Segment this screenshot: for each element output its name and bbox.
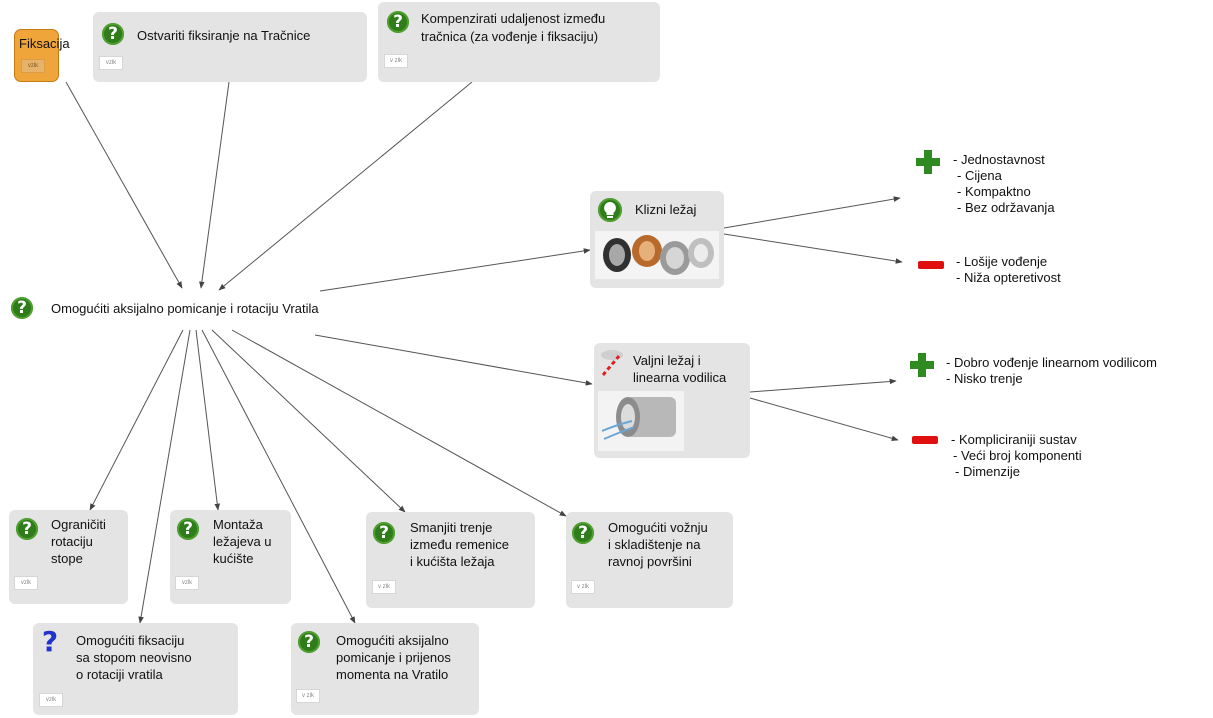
con-item: - Kompliciraniji sustav	[951, 432, 1077, 447]
rolling-bearing-icon	[601, 350, 623, 376]
question-icon: ?	[102, 23, 124, 45]
node-smanjiti-label-3: i kućišta ležaja	[410, 554, 495, 569]
node-aksijalno-badge: v zlk	[296, 689, 320, 703]
node-smanjiti-label-2: između remenice	[410, 537, 509, 552]
plus-icon	[910, 353, 934, 377]
linear-bushing-image	[598, 391, 684, 451]
plus-icon	[916, 150, 940, 174]
klizni-pros-list: - Jednostavnost - Cijena - Kompaktno - B…	[953, 152, 1055, 216]
pro-item: - Bez održavanja	[957, 200, 1055, 215]
minus-icon	[912, 436, 938, 444]
node-fiksacija[interactable]: Fiksacija vzlk	[14, 29, 70, 82]
node-montaza[interactable]: ? Montaža ležajeva u kućište vzlk	[170, 510, 291, 604]
node-fiksacija-label: Fiksacija	[19, 36, 70, 51]
node-aksijalno[interactable]: ? Omogućiti aksijalno pomicanje i prijen…	[291, 623, 479, 715]
node-ograniciti-badge: vzlk	[14, 576, 38, 590]
question-icon: ?	[373, 522, 395, 544]
node-montaza-badge: vzlk	[175, 576, 199, 590]
node-smanjiti-badge: v zlk	[372, 580, 396, 594]
node-voznja-label-3: ravnoj površini	[608, 554, 692, 569]
pro-item: - Dobro vođenje linearnom vodilicom	[946, 355, 1157, 370]
node-valjni-label-1: Valjni ležaj i	[633, 353, 701, 368]
pro-item: - Jednostavnost	[953, 152, 1045, 167]
node-ostvariti[interactable]: ? Ostvariti fiksiranje na Tračnice vzlk	[93, 12, 367, 82]
edge-fiksacija-root	[65, 81, 183, 289]
edge-root-klizni	[319, 248, 591, 292]
edge-root-smanjiti	[211, 329, 406, 513]
node-voznja-badge: v zlk	[571, 580, 595, 594]
lightbulb-icon	[598, 198, 622, 222]
node-aksijalno-label-1: Omogućiti aksijalno	[336, 633, 449, 648]
node-ograniciti-label-1: Ograničiti	[51, 517, 106, 532]
node-montaza-label-2: ležajeva u	[213, 534, 272, 549]
question-icon: ?	[16, 518, 38, 540]
node-kompenzirati-label-1: Kompenzirati udaljenost između	[421, 11, 606, 26]
node-valjni-label-2: linearna vodilica	[633, 370, 727, 385]
node-root-label: Omogućiti aksijalno pomicanje i rotaciju…	[51, 301, 319, 316]
edge-valjni-plus	[749, 378, 897, 393]
question-icon: ?	[298, 631, 320, 653]
valjni-pros-list: - Dobro vođenje linearnom vodilicom - Ni…	[946, 355, 1157, 387]
pro-item: - Nisko trenje	[946, 371, 1023, 386]
con-item: - Veći broj komponenti	[953, 448, 1082, 463]
con-item: - Niža opteretivost	[956, 270, 1061, 285]
node-klizni-label: Klizni ležaj	[635, 202, 697, 217]
node-montaza-label-3: kućište	[213, 551, 254, 566]
node-aksijalno-label-3: momenta na Vratilo	[336, 667, 449, 682]
node-kompenzirati[interactable]: ? Kompenzirati udaljenost između tračnic…	[378, 2, 660, 82]
pro-item: - Kompaktno	[957, 184, 1031, 199]
question-outline-icon: ?	[41, 625, 59, 658]
node-aksijalno-label-2: pomicanje i prijenos	[336, 650, 451, 665]
edge-klizni-minus	[723, 233, 903, 264]
node-kompenzirati-label-2: tračnica (za vođenje i fiksaciju)	[421, 29, 599, 44]
edge-kompenzirati-root	[218, 81, 473, 291]
node-voznja[interactable]: ? Omogućiti vožnju i skladištenje na rav…	[566, 512, 733, 608]
node-fiksaciju-label-3: o rotaciji vratila	[76, 667, 163, 682]
klizni-cons-list: - Lošije vođenje - Niža opteretivost	[956, 254, 1061, 286]
valjni-cons-list: - Kompliciraniji sustav - Veći broj komp…	[951, 432, 1082, 480]
con-item: - Lošije vođenje	[956, 254, 1048, 269]
node-kompenzirati-badge: v zlk	[384, 54, 408, 68]
node-voznja-label-1: Omogućiti vožnju	[608, 520, 708, 535]
edge-root-voznja	[231, 329, 567, 517]
node-ograniciti-label-3: stope	[51, 551, 83, 566]
question-icon: ?	[11, 297, 33, 319]
edge-ostvariti-root	[199, 81, 230, 289]
node-klizni-lezaj[interactable]: Klizni ležaj	[590, 191, 724, 288]
node-valjni-lezaj[interactable]: Valjni ležaj i linearna vodilica	[594, 343, 750, 458]
node-ostvariti-badge: vzlk	[99, 56, 123, 70]
node-voznja-label-2: i skladištenje na	[608, 537, 701, 552]
edge-klizni-plus	[723, 196, 901, 229]
node-montaza-label-1: Montaža	[213, 517, 263, 532]
question-icon: ?	[572, 522, 594, 544]
node-ostvariti-label: Ostvariti fiksiranje na Tračnice	[137, 28, 311, 43]
pro-item: - Cijena	[957, 168, 1002, 183]
node-fiksacija-badge: vzlk	[21, 59, 45, 73]
node-root[interactable]: ? Omogućiti aksijalno pomicanje i rotaci…	[10, 296, 390, 324]
question-icon: ?	[387, 11, 409, 33]
question-icon: ?	[177, 518, 199, 540]
node-fiksaciju-label-1: Omogućiti fiksaciju	[76, 633, 185, 648]
node-smanjiti[interactable]: ? Smanjiti trenje između remenice i kući…	[366, 512, 535, 608]
node-fiksaciju-label-2: sa stopom neovisno	[76, 650, 192, 665]
node-smanjiti-label-1: Smanjiti trenje	[410, 520, 493, 535]
node-fiksaciju-badge: vzlk	[39, 693, 63, 707]
node-fiksaciju[interactable]: ? Omogućiti fiksaciju sa stopom neovisno…	[33, 623, 238, 715]
node-ograniciti[interactable]: ? Ograničiti rotaciju stope vzlk	[9, 510, 128, 604]
edge-valjni-minus	[749, 397, 899, 441]
edge-root-valjni	[314, 334, 593, 386]
con-item: - Dimenzije	[955, 464, 1021, 479]
bearing-image	[595, 231, 719, 279]
edge-root-ograniciti	[89, 329, 184, 511]
edge-root-montaza	[195, 329, 221, 511]
minus-icon	[918, 261, 944, 269]
node-ograniciti-label-2: rotaciju	[51, 534, 93, 549]
